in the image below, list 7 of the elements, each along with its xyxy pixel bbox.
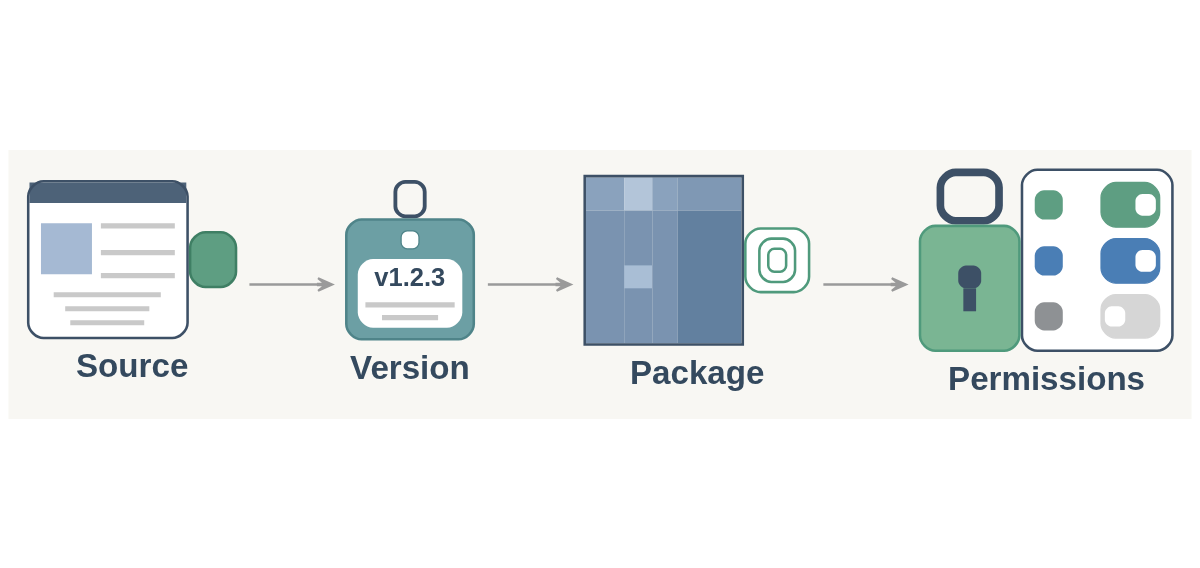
arrow — [249, 276, 334, 292]
arrow — [487, 276, 572, 292]
node-label: Version — [350, 348, 470, 386]
node-label: Permissions — [948, 359, 1146, 397]
node-label: Source — [76, 346, 189, 384]
arrow — [823, 276, 907, 292]
node-label: Package — [629, 353, 765, 391]
